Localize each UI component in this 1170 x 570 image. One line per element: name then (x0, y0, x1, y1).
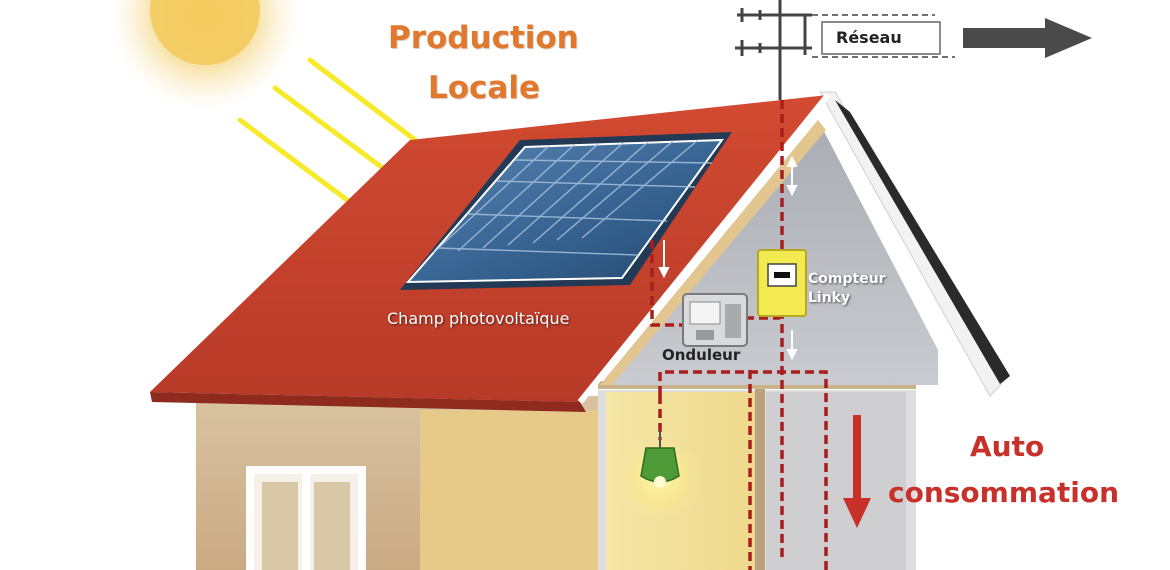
flow-arrows (658, 155, 798, 361)
roof-edge (819, 91, 1010, 397)
network-label: Réseau (836, 28, 902, 47)
wiring (650, 100, 828, 570)
down-arrow-icon (843, 415, 871, 528)
self-consumption-line-1: Auto (970, 430, 1045, 463)
meter-icon (757, 249, 807, 317)
inverter-label: Onduleur (662, 346, 741, 364)
sun-icon (110, 0, 300, 110)
meter-label-line-1: Compteur (808, 271, 886, 287)
solar-field-label: Champ photovoltaïque (387, 309, 570, 328)
title-line-1: Production (388, 20, 579, 56)
lamp-icon (616, 430, 704, 522)
meter-label-line-2: Linky (808, 290, 851, 306)
inverter-icon (682, 293, 748, 347)
solar-panel-icon (400, 132, 732, 290)
antenna-icon (735, 0, 955, 100)
grid-arrow-icon (963, 18, 1092, 58)
self-consumption-line-2: consommation (888, 476, 1120, 509)
title-line-2: Locale (428, 70, 540, 106)
house-walls (196, 396, 606, 570)
network-label-box (821, 21, 941, 55)
